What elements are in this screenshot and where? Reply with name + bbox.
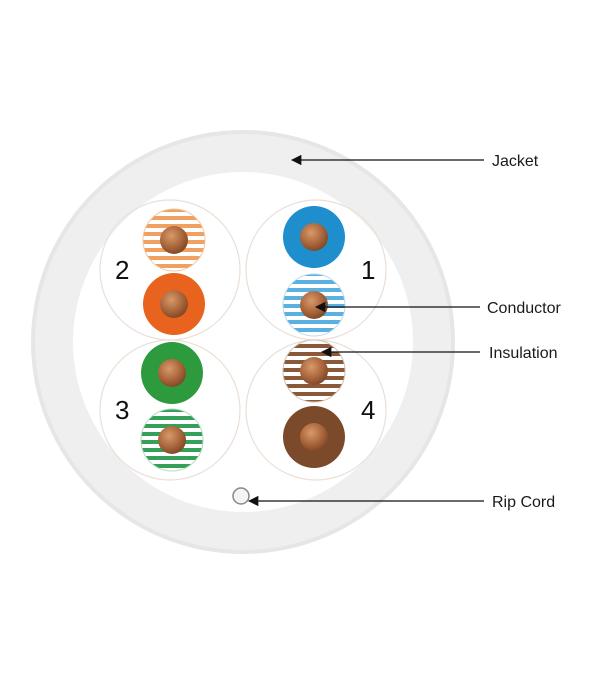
pair-3-outline	[99, 339, 241, 481]
callout-arrows	[247, 154, 484, 507]
conductor-label: Conductor	[487, 300, 561, 317]
pair-1-striped-conductor	[300, 291, 328, 319]
jacket-inner	[73, 172, 413, 512]
pair-3-number: 3	[115, 395, 129, 425]
pair-1-number: 1	[361, 255, 375, 285]
pair-3-solid-conductor	[158, 359, 186, 387]
pair-2	[142, 208, 206, 335]
rip-cord-label: Rip Cord	[492, 494, 555, 511]
pair-3-striped-conductor	[158, 426, 186, 454]
insulation-label: Insulation	[489, 345, 558, 362]
rip-cord	[232, 487, 250, 505]
jacket-label: Jacket	[492, 153, 539, 170]
pair-2-solid-conductor	[160, 290, 188, 318]
pair-2-number: 2	[115, 255, 129, 285]
pair-3	[140, 342, 204, 472]
pair-4-number: 4	[361, 395, 375, 425]
pair-1-solid-conductor	[300, 223, 328, 251]
pair-4-striped-conductor	[300, 357, 328, 385]
pair-2-striped-conductor	[160, 226, 188, 254]
pair-4	[282, 339, 346, 468]
pair-4-solid-conductor	[300, 423, 328, 451]
